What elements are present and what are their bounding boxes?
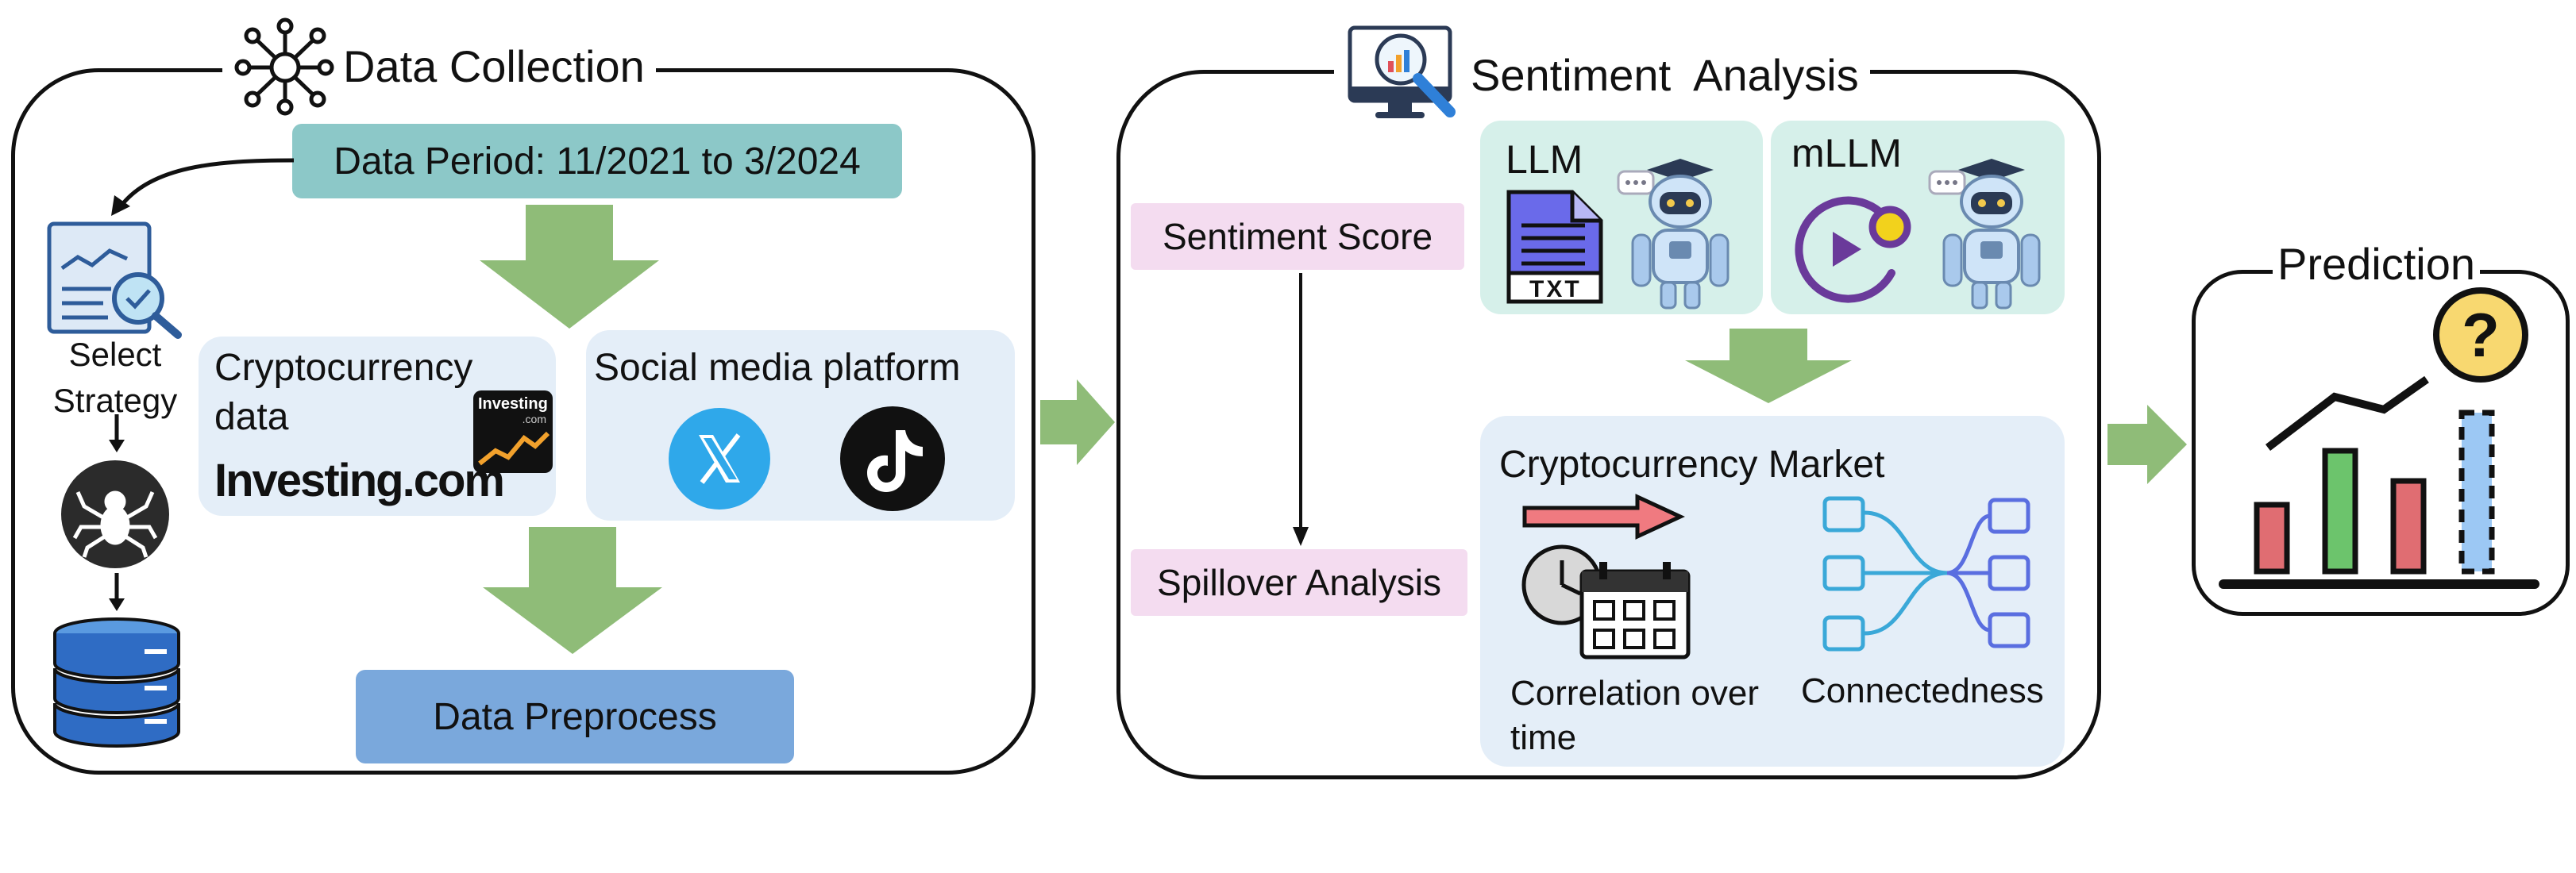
robot-icon-2 bbox=[1928, 159, 2041, 310]
data-period-box: Data Period: 11/2021 to 3/2024 bbox=[292, 124, 902, 198]
correlation-line2: time bbox=[1510, 718, 1577, 757]
prediction-title: Prediction bbox=[2273, 232, 2481, 295]
social-media-box: Social media platform bbox=[586, 330, 1015, 521]
monitor-chart-icon bbox=[1348, 25, 1456, 118]
sentiment-score-box: Sentiment Score bbox=[1131, 203, 1464, 270]
strategy-icon bbox=[47, 221, 182, 339]
network-icon bbox=[234, 17, 334, 116]
score-to-spillover-arrow bbox=[1293, 273, 1309, 546]
mllm-label: mLLM bbox=[1791, 131, 1902, 175]
sentiment-score-label: Sentiment Score bbox=[1162, 216, 1433, 257]
connectedness-label: Connectedness bbox=[1801, 671, 2044, 710]
curved-arrow bbox=[111, 158, 295, 216]
arrow-strategy-to-spider bbox=[109, 414, 125, 452]
video-play-icon bbox=[1795, 196, 1911, 303]
spillover-analysis-label: Spillover Analysis bbox=[1157, 562, 1441, 603]
investing-app-icon: Investing .com bbox=[473, 390, 553, 473]
x-logo-icon bbox=[669, 408, 770, 510]
select-label-line1: Select bbox=[68, 336, 162, 373]
investing-app-label: Investing bbox=[478, 395, 548, 413]
select-label-line2: Strategy bbox=[52, 382, 178, 419]
investing-app-sub: .com bbox=[522, 413, 546, 425]
crypto-data-line2: data bbox=[214, 396, 289, 438]
txt-file-label: TXT bbox=[1529, 276, 1582, 302]
investing-brand-text: Investing.com bbox=[214, 455, 505, 506]
question-icon: ? bbox=[2433, 287, 2528, 383]
arrow-spider-to-db bbox=[109, 573, 125, 611]
green-arrow-right-1 bbox=[1040, 379, 1115, 465]
question-mark: ? bbox=[2462, 300, 2500, 370]
bar-chart-icon bbox=[2219, 375, 2539, 589]
prediction-title-text: Prediction bbox=[2277, 238, 2476, 289]
calendar-icon bbox=[1579, 562, 1691, 660]
crypto-data-line1: Cryptocurrency bbox=[214, 347, 473, 389]
data-collection-title: Data Collection bbox=[222, 17, 656, 116]
network-tree-icon bbox=[1822, 496, 2030, 652]
data-preprocess-box: Data Preprocess bbox=[356, 670, 794, 763]
mllm-box: mLLM bbox=[1771, 121, 2065, 314]
crypto-market-title: Cryptocurrency Market bbox=[1499, 444, 1885, 486]
correlation-line1: Correlation over bbox=[1510, 674, 1760, 713]
data-period-label: Data Period: 11/2021 to 3/2024 bbox=[334, 140, 861, 183]
tiktok-logo-icon bbox=[840, 406, 945, 511]
green-arrow-down-3 bbox=[1685, 329, 1852, 403]
llm-box: LLM TXT bbox=[1480, 121, 1763, 314]
crypto-data-box: Cryptocurrency data Investing.com Invest… bbox=[199, 337, 556, 516]
txt-file-icon bbox=[1506, 190, 1603, 304]
data-collection-title-text: Data Collection bbox=[343, 40, 645, 91]
timeline-arrow-icon bbox=[1522, 494, 1685, 540]
sentiment-analysis-title-text: Sentiment Analysis bbox=[1471, 49, 1859, 100]
llm-label: LLM bbox=[1506, 137, 1583, 182]
spider-icon bbox=[61, 460, 169, 568]
select-strategy-label: Select Strategy bbox=[32, 332, 199, 424]
data-preprocess-label: Data Preprocess bbox=[433, 695, 717, 738]
correlation-label: Correlation over time bbox=[1510, 671, 1759, 760]
green-arrow-right-2 bbox=[2107, 405, 2187, 484]
crypto-market-box: Cryptocurrency Market Correlation over t… bbox=[1480, 416, 2065, 767]
green-arrow-down-1 bbox=[480, 205, 659, 329]
sentiment-analysis-title: Sentiment Analysis bbox=[1334, 25, 1870, 122]
investing-trend-icon bbox=[478, 431, 550, 466]
green-arrow-down-2 bbox=[483, 527, 662, 654]
social-media-title: Social media platform bbox=[594, 347, 961, 389]
robot-icon bbox=[1617, 159, 1730, 310]
database-icon bbox=[53, 617, 180, 748]
spillover-analysis-box: Spillover Analysis bbox=[1131, 549, 1467, 616]
